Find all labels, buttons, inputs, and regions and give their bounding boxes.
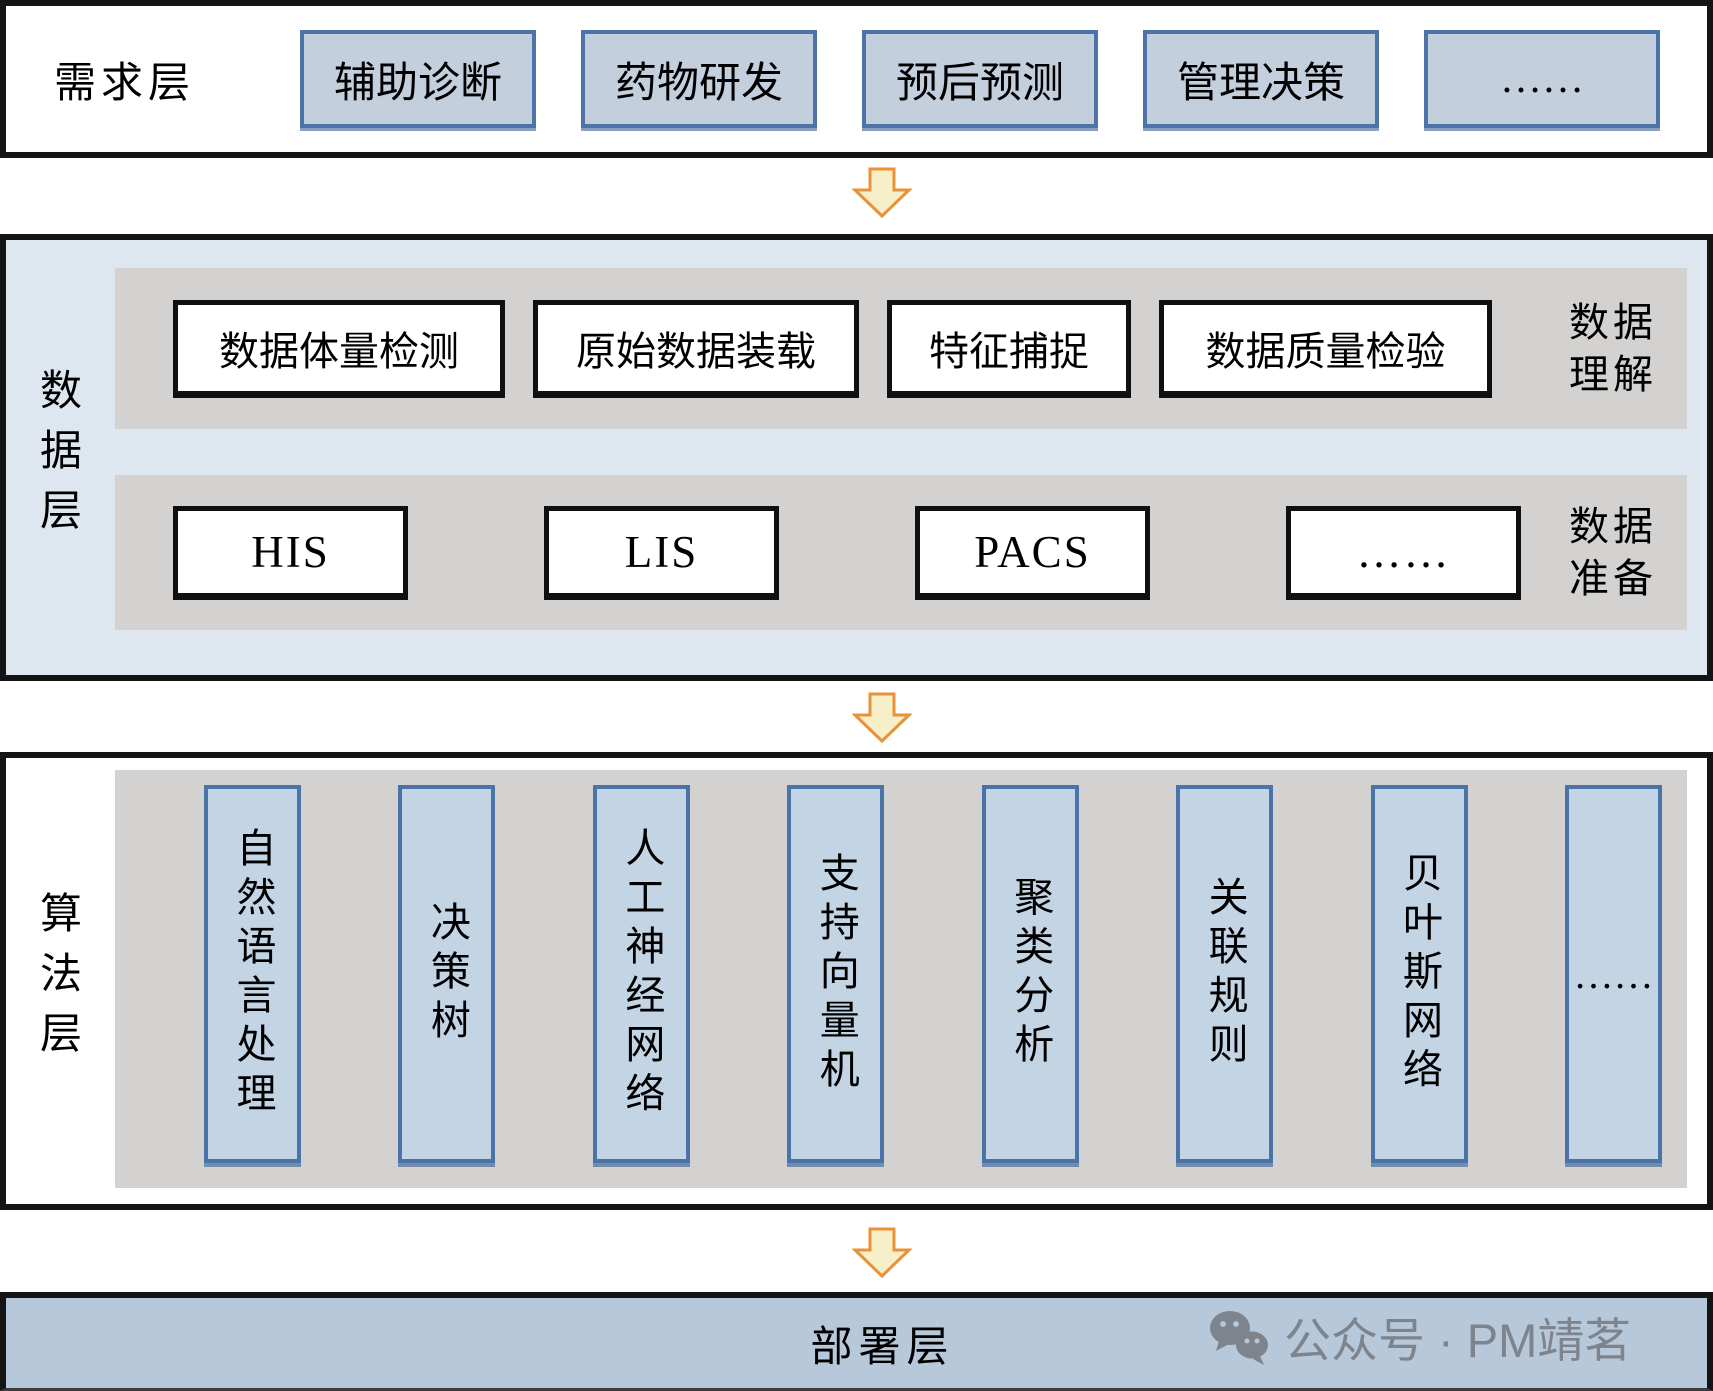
data-layer-label: 数据层: [33, 367, 80, 548]
data-box-volume-check: 数据体量检测: [173, 299, 505, 398]
data-understanding-row: 数据体量检测 原始数据装载 特征捕捉 数据质量检验: [173, 268, 1492, 429]
demand-box-management: 管理决策: [1143, 30, 1379, 128]
demand-box-assisted-diagnosis: 辅助诊断: [300, 30, 536, 128]
demand-box-prognosis: 预后预测: [862, 30, 1098, 128]
data-understanding-label: 数据理解: [1569, 299, 1657, 397]
data-preparation-band: HIS LIS PACS …… 数据准备: [115, 475, 1687, 630]
algorithm-boxes-row: 自然语言处理 决策树 人工神经网络 支持向量机 聚类分析 关联规则 贝叶斯网络 …: [204, 785, 1662, 1163]
algo-box-svm: 支持向量机: [787, 785, 885, 1163]
algorithm-layer-band: 算法层 自然语言处理 决策树 人工神经网络 支持向量机 聚类分析 关联规则 贝叶…: [0, 752, 1713, 1210]
demand-boxes-row: 辅助诊断 药物研发 预后预测 管理决策 ……: [300, 6, 1660, 152]
data-box-feature-capture: 特征捕捉: [887, 299, 1131, 398]
data-box-lis: LIS: [544, 505, 779, 600]
data-box-quality-check: 数据质量检验: [1159, 299, 1492, 398]
wechat-icon: [1210, 1310, 1268, 1365]
deployment-layer-band: 部署层 公众号 · PM靖茗: [0, 1292, 1713, 1391]
data-box-pacs: PACS: [915, 505, 1150, 600]
demand-box-drug-rnd: 药物研发: [581, 30, 817, 128]
algo-box-ann: 人工神经网络: [592, 785, 690, 1163]
data-box-his: HIS: [173, 505, 408, 600]
down-arrow-icon: [852, 167, 912, 219]
data-layer-band: 数据层 数据体量检测 原始数据装载 特征捕捉 数据质量检验 数据理解 HIS L…: [0, 234, 1713, 681]
demand-layer-label: 需求层: [54, 60, 196, 107]
algorithm-layer-label: 算法层: [33, 891, 80, 1071]
algo-box-clustering: 聚类分析: [981, 785, 1079, 1163]
deployment-layer-label: 部署层: [810, 1324, 955, 1371]
data-preparation-label: 数据准备: [1569, 503, 1657, 601]
down-arrow-icon: [852, 692, 912, 744]
algo-box-decision-tree: 决策树: [398, 785, 496, 1163]
algorithm-band: 自然语言处理 决策树 人工神经网络 支持向量机 聚类分析 关联规则 贝叶斯网络 …: [115, 770, 1687, 1188]
algo-box-ellipsis: ……: [1564, 785, 1662, 1163]
data-preparation-row: HIS LIS PACS ……: [173, 475, 1521, 630]
algo-box-association-rules: 关联规则: [1176, 785, 1274, 1163]
watermark-text: 公众号 · PM靖茗: [1284, 1314, 1632, 1367]
data-box-raw-loading: 原始数据装载: [533, 299, 859, 398]
watermark: 公众号 · PM靖茗: [1206, 1302, 1631, 1371]
demand-layer-band: 需求层 辅助诊断 药物研发 预后预测 管理决策 ……: [0, 0, 1713, 158]
algo-box-nlp: 自然语言处理: [204, 785, 301, 1163]
data-understanding-band: 数据体量检测 原始数据装载 特征捕捉 数据质量检验 数据理解: [115, 268, 1687, 429]
demand-box-ellipsis: ……: [1424, 30, 1660, 128]
down-arrow-icon: [852, 1227, 912, 1279]
algo-box-bayesian-network: 贝叶斯网络: [1370, 785, 1468, 1163]
data-box-ellipsis: ……: [1286, 505, 1521, 600]
